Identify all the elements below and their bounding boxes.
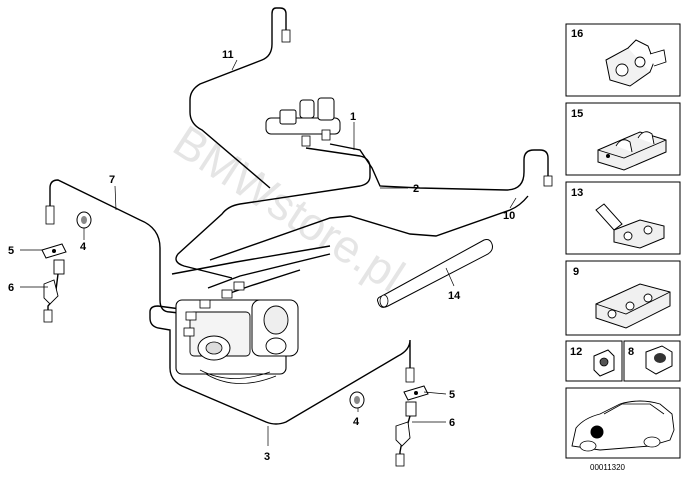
callout-4-left: 4 xyxy=(80,241,87,253)
panel-15: 15 xyxy=(565,102,681,176)
brake-hose-6-lower xyxy=(395,401,417,467)
callout-7: 7 xyxy=(109,174,115,186)
callout-6-lower: 6 xyxy=(449,417,455,429)
panel-9-label: 9 xyxy=(573,266,579,278)
panel-12: 12 xyxy=(565,340,623,382)
brake-line-2 xyxy=(329,143,553,191)
grommet-4-left xyxy=(76,211,92,229)
brake-line-3 xyxy=(149,305,415,425)
brake-line-bundle xyxy=(171,245,331,297)
callout-1: 1 xyxy=(350,111,356,123)
callout-2: 2 xyxy=(413,183,419,195)
brake-line-7 xyxy=(45,179,189,315)
brake-hose-6-left xyxy=(43,259,65,323)
callout-6-left: 6 xyxy=(8,282,14,294)
callout-11: 11 xyxy=(222,49,234,61)
leader-lines xyxy=(20,59,517,446)
callout-5-left: 5 xyxy=(8,245,14,257)
callout-4-lower: 4 xyxy=(353,416,360,428)
panel-12-label: 12 xyxy=(570,346,582,358)
brake-master-cylinder xyxy=(265,97,341,147)
callout-10: 10 xyxy=(503,210,515,222)
panel-13-label: 13 xyxy=(571,187,583,199)
brake-line-11 xyxy=(189,7,291,189)
panel-13: 13 xyxy=(565,181,681,255)
panel-16-label: 16 xyxy=(571,28,583,40)
panel-8-label: 8 xyxy=(628,346,634,358)
panel-8: 8 xyxy=(623,340,681,382)
vehicle-location-panel xyxy=(565,387,681,459)
callout-3: 3 xyxy=(264,451,270,463)
bracket-5-lower xyxy=(403,385,429,401)
diagram-reference-number: 00011320 xyxy=(590,463,626,472)
panel-16: 16 xyxy=(565,23,681,97)
protective-hose-14 xyxy=(377,239,493,308)
callout-5-lower: 5 xyxy=(449,389,455,401)
location-marker-icon xyxy=(590,425,604,439)
brake-line-10 xyxy=(209,195,529,261)
abs-hydraulic-unit xyxy=(175,281,299,384)
grommet-4-lower xyxy=(349,391,365,409)
panel-9: 9 xyxy=(565,260,681,336)
bracket-5-left xyxy=(41,243,67,259)
callout-14: 14 xyxy=(448,290,461,302)
panel-15-label: 15 xyxy=(571,108,583,120)
